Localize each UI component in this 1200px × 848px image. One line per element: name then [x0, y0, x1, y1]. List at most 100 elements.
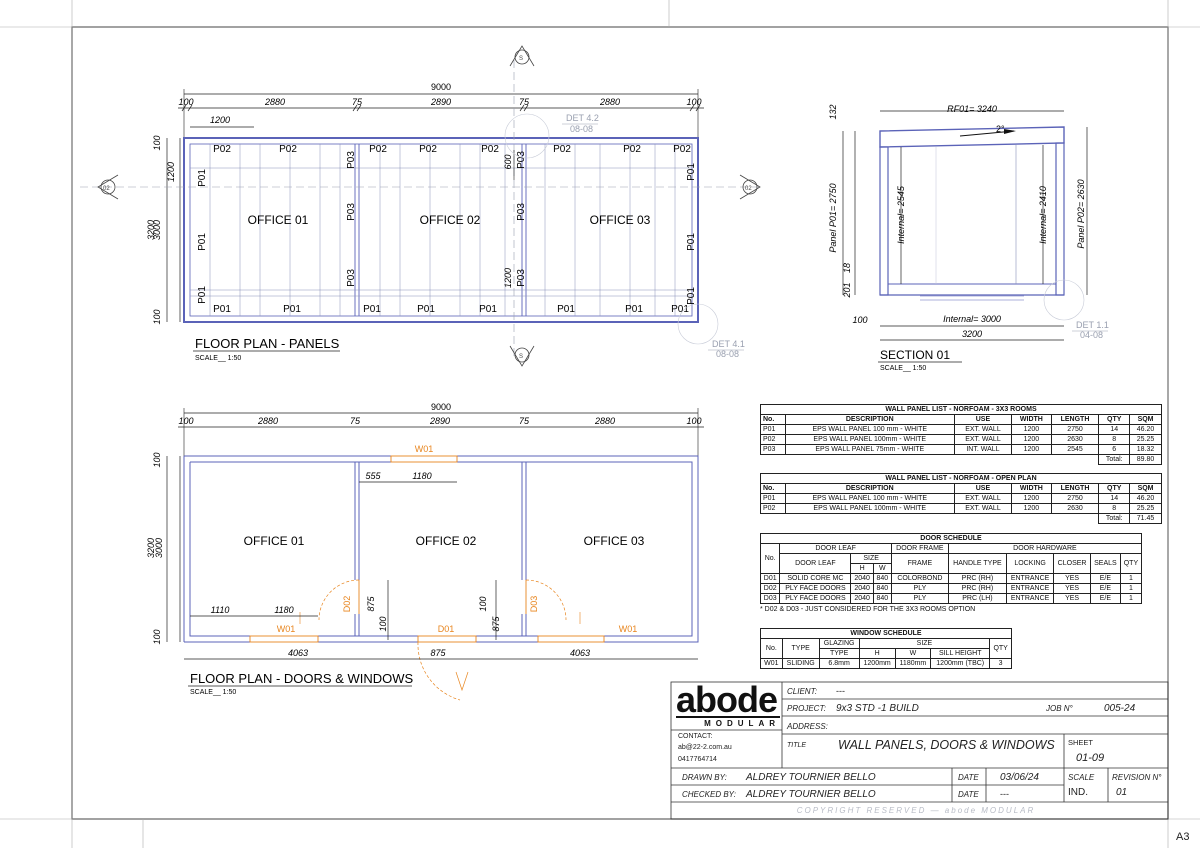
section-internal-width: Internal= 3000: [943, 314, 1001, 324]
panel-label-bottom-4: P01: [479, 304, 497, 315]
table-row: P03 EPS WALL PANEL 75mm - WHITE INT. WAL…: [760, 444, 1162, 455]
ws-title: WINDOW SCHEDULE: [760, 628, 1012, 639]
panels-det-bottom-ref: 08-08: [716, 349, 739, 359]
tb-copyright: COPYRIGHT RESERVED — abode MODULAR: [797, 806, 1036, 815]
doors-dim-left-0: 100: [152, 452, 162, 467]
ds-cell: PRC (RH): [947, 583, 1007, 594]
tb-date-label: DATE: [958, 773, 979, 782]
door-dim-3: 875: [491, 616, 501, 632]
door-dim-0: 875: [366, 596, 376, 612]
wplo-blank: [761, 514, 1099, 524]
tb-client: ---: [836, 686, 845, 696]
panel-label-int-5: P03: [516, 269, 527, 287]
wplo-cell: EPS WALL PANEL 100 mm - WHITE: [784, 493, 955, 504]
ds-cell: 2040: [850, 583, 874, 594]
door-schedule: DOOR SCHEDULE No. DOOR LEAF DOOR FRAME D…: [759, 533, 1143, 604]
ws-h-w: W: [894, 648, 932, 659]
panels-room-1: OFFICE 02: [420, 213, 481, 227]
door-dim-1: 100: [378, 616, 388, 631]
table-row: D01 SOLID CORE MC 2040 840 COLORBOND PRC…: [759, 573, 1143, 584]
wplo-cell: 46.20: [1129, 493, 1162, 504]
wpl3-cell: 8: [1098, 434, 1131, 445]
panels-dim-top-2: 75: [352, 97, 363, 107]
section-rf: RF01= 3240: [947, 104, 997, 114]
section-scale: SCALE__ 1:50: [880, 365, 926, 372]
ws-cell: W01: [760, 658, 783, 669]
title-block: [670, 681, 1169, 820]
wpl3-cell: EPS WALL PANEL 100 mm - WHITE: [784, 424, 955, 435]
ds-cell: YES: [1053, 573, 1091, 584]
tb-checked-label: CHECKED BY:: [682, 790, 736, 799]
tb-sheet-label: SHEET: [1068, 738, 1093, 747]
ws-h-h: H: [858, 648, 896, 659]
ds-cell: PLY: [890, 583, 949, 594]
panel-label-bottom-0: P01: [213, 304, 231, 315]
doors-room-0: OFFICE 01: [244, 534, 305, 548]
door-dim-2: 100: [478, 596, 488, 611]
ds-h-size: SIZE: [850, 553, 892, 564]
panels-dim-top-5: 2880: [599, 97, 620, 107]
panel-label-side-4: P01: [686, 233, 697, 251]
ds-cell: ENTRANCE: [1005, 593, 1055, 604]
ds-h-w: W: [872, 563, 892, 574]
panels-room-0: OFFICE 01: [248, 213, 309, 227]
tb-date2: ---: [1000, 789, 1009, 799]
ds-cell: E/E: [1089, 573, 1121, 584]
wpl3-cell: 25.25: [1129, 434, 1162, 445]
ds-h-frame: FRAME: [890, 553, 949, 574]
section-dim-201: 201: [842, 282, 852, 298]
wpl3-h-desc: DESCRIPTION: [784, 414, 955, 425]
wplo-cell: EXT. WALL: [953, 503, 1013, 514]
panels-dim-left-2: 3200: [146, 220, 156, 240]
section-internal-right: Internal= 2410: [1038, 186, 1048, 244]
section-marker-right-icon: [739, 174, 761, 200]
ds-cell: YES: [1053, 583, 1091, 594]
panel-label-top-4: P02: [481, 144, 499, 155]
door-d01-label: D01: [438, 624, 455, 634]
wpl3-title: WALL PANEL LIST - NORFOAM - 3X3 ROOMS: [760, 404, 1162, 415]
tb-scale: IND.: [1068, 787, 1088, 798]
ws-cell: SLIDING: [781, 658, 820, 669]
window-schedule: WINDOW SCHEDULE No. TYPE GLAZING SIZE QT…: [760, 628, 1012, 669]
panels-title: FLOOR PLAN - PANELS: [195, 336, 340, 351]
tb-address-label: ADDRESS:: [786, 722, 828, 731]
table-row: W01 SLIDING 6.8mm 1200mm 1180mm 1200mm (…: [760, 658, 1012, 669]
ds-h-qty: QTY: [1119, 553, 1143, 574]
panels-dim-left-0: 100: [152, 135, 162, 150]
section-panel-left: Panel P01= 2750: [828, 183, 838, 252]
ds-h-handle: HANDLE TYPE: [947, 553, 1007, 574]
logo-sub: MODULAR: [676, 716, 780, 728]
ds-cell: 2040: [850, 593, 874, 604]
wpl3-h-qty: QTY: [1098, 414, 1131, 425]
ds-h-no: No.: [759, 543, 781, 574]
wpl3-cell: 6: [1098, 444, 1131, 455]
tb-client-label: CLIENT:: [787, 687, 817, 696]
ds-cell: E/E: [1089, 583, 1121, 594]
wplo-total-label: Total:: [1098, 513, 1131, 524]
section-dim-132: 132: [828, 104, 838, 119]
wplo-cell: 14: [1098, 493, 1131, 504]
window-left-dim-0: 1110: [211, 605, 230, 615]
ws-cell: 1200mm: [858, 658, 896, 669]
panel-label-top-5: P02: [553, 144, 571, 155]
panels-sub-dim: 1200: [210, 115, 230, 125]
ds-cell: 840: [872, 593, 892, 604]
ds-title: DOOR SCHEDULE: [760, 533, 1142, 544]
wpl3-h-sqm: SQM: [1129, 414, 1162, 425]
ds-h-leaf: DOOR LEAF: [779, 553, 852, 574]
wpl3-cell: P01: [760, 424, 786, 435]
abode-logo: abode MODULAR: [676, 682, 780, 728]
panel-label-top-0: P02: [213, 144, 231, 155]
window-right-label: W01: [619, 624, 638, 634]
ds-h-closer: CLOSER: [1053, 553, 1091, 574]
wplo-title: WALL PANEL LIST - NORFOAM - OPEN PLAN: [760, 473, 1162, 484]
wplo-cell: P01: [760, 493, 786, 504]
wpl3-cell: EXT. WALL: [953, 424, 1013, 435]
panel-label-int-4: P03: [516, 203, 527, 221]
wplo-cell: 2750: [1050, 493, 1100, 504]
wplo-cell: 1200: [1011, 493, 1052, 504]
panel-label-int-2: P03: [346, 269, 357, 287]
floor-plan-doors-windows: 9000 100 2880 75 2890 75 2880 100 100 32…: [146, 402, 704, 701]
wplo-h-desc: DESCRIPTION: [784, 483, 955, 494]
wpl3-h-use: USE: [953, 414, 1013, 425]
